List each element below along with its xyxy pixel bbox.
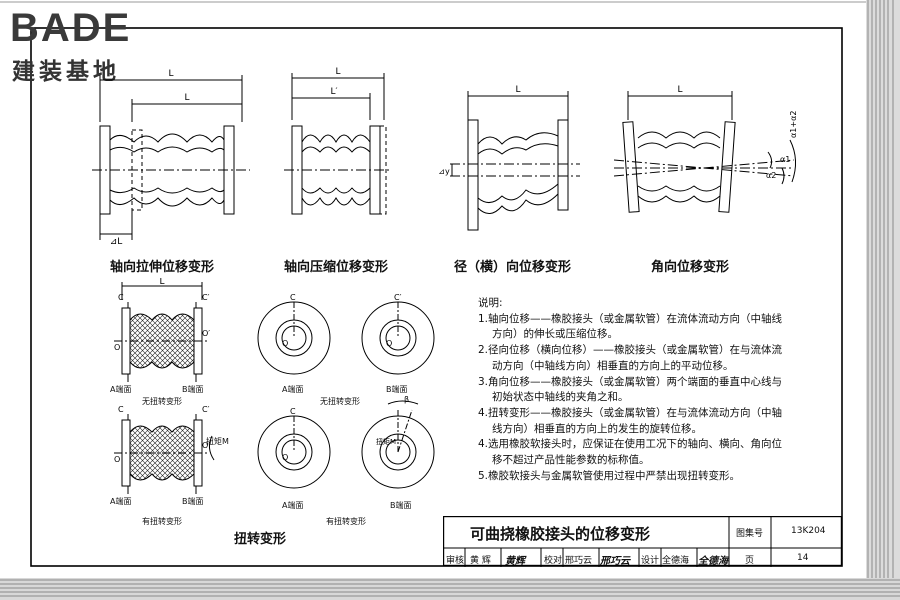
label-torque: 扭矩M xyxy=(206,437,229,446)
face-b-1: B端面 xyxy=(182,385,204,394)
brand-logo: BADE xyxy=(10,6,132,50)
svg-text:O′: O′ xyxy=(202,329,210,338)
reviewer-signature: 黄辉 xyxy=(505,556,525,567)
page-number: 14 xyxy=(797,553,809,563)
face-a-3: A端面 xyxy=(282,385,304,394)
notes-heading: 说明: xyxy=(478,297,503,309)
svg-text:L: L xyxy=(677,85,682,95)
note-line: 初始状态中轴线的夹角之和。 xyxy=(492,391,629,404)
label-with-twist-1: 有扭转变形 xyxy=(142,517,182,526)
atlas-number: 13K204 xyxy=(791,526,826,536)
svg-text:O′: O′ xyxy=(202,441,210,450)
svg-text:扭矩M: 扭矩M xyxy=(376,437,396,446)
figure-torsion-ends: C O C′ O C O β 扭矩M xyxy=(257,293,435,489)
face-a-2: A端面 xyxy=(110,497,132,506)
label-no-twist-2: 无扭转变形 xyxy=(320,397,360,406)
angle-alpha1: α1 xyxy=(780,155,790,164)
check-label: 校对 xyxy=(544,556,563,566)
atlas-label: 图集号 xyxy=(736,529,764,539)
dim-delta-l: ⊿L xyxy=(110,237,123,247)
note-line: 2.径向位移（横向位移）——橡胶接头（或金属软管）在与流体流 xyxy=(478,344,783,357)
svg-text:β: β xyxy=(404,395,409,404)
svg-text:O: O xyxy=(114,455,120,464)
checker-signature: 邢巧云 xyxy=(600,556,630,567)
caption-lateral: 径（横）向位移变形 xyxy=(454,260,572,275)
angle-sum: α1+α2 xyxy=(789,111,798,138)
svg-text:C: C xyxy=(290,407,296,416)
svg-text:C: C xyxy=(118,293,124,302)
figure-lateral: L ⊿y xyxy=(438,85,580,231)
title-block xyxy=(443,516,843,567)
label-no-twist-1: 无扭转变形 xyxy=(142,397,182,406)
svg-text:L: L xyxy=(335,67,340,77)
face-a-4: A端面 xyxy=(282,501,304,510)
svg-text:C′: C′ xyxy=(202,405,210,414)
face-b-2: B端面 xyxy=(182,497,204,506)
dim-l-inner: L xyxy=(184,93,189,103)
note-line: 4.选用橡胶软接头时，应保证在使用工况下的轴向、横向、角向位 xyxy=(478,438,783,451)
face-b-4: B端面 xyxy=(390,501,412,510)
svg-text:L′: L′ xyxy=(330,87,337,97)
note-line: 线方向）相垂直的方向上的发生的旋转位移。 xyxy=(492,422,702,435)
design-label: 设计 xyxy=(641,556,660,566)
figure-axial-compression: L L′ xyxy=(284,67,392,215)
designer: 全德海 xyxy=(662,556,690,566)
caption-angular: 角向位移变形 xyxy=(651,260,730,275)
svg-text:O: O xyxy=(114,343,120,352)
designer-signature: 全德海 xyxy=(698,556,728,567)
figure-angular: L α1+α2 α1 α2 xyxy=(614,85,798,213)
figure-axial-tension: L L ⊿L xyxy=(92,69,250,247)
note-line: 1.轴向位移——橡胶接头（或金属软管）在流体流动方向（中轴线 xyxy=(478,312,783,325)
figure-torsion-side: L C C′ O O′ C C′ O O′ xyxy=(114,278,215,494)
notes: 说明: 1.轴向位移——橡胶接头（或金属软管）在流体流动方向（中轴线 方向）的伸… xyxy=(478,296,838,484)
svg-text:O: O xyxy=(282,453,288,462)
title-block-title: 可曲挠橡胶接头的位移变形 xyxy=(470,525,651,543)
face-a-1: A端面 xyxy=(110,385,132,394)
page-label: 页 xyxy=(745,556,755,566)
svg-text:L: L xyxy=(515,85,520,95)
svg-text:L: L xyxy=(159,278,164,287)
svg-text:O: O xyxy=(386,339,392,348)
checker: 邢巧云 xyxy=(565,556,593,566)
label-with-twist-2: 有扭转变形 xyxy=(326,517,366,526)
note-line: 方向）的伸长或压缩位移。 xyxy=(492,328,618,341)
angle-alpha2: α2 xyxy=(766,171,776,180)
reviewer: 黄 辉 xyxy=(470,556,491,566)
note-line: 动方向（中轴线方向）相垂直的方向上的平动位移。 xyxy=(492,359,734,372)
svg-text:C: C xyxy=(290,293,296,302)
svg-text:C′: C′ xyxy=(394,293,402,302)
svg-text:O: O xyxy=(282,339,288,348)
caption-axial-tension: 轴向拉伸位移变形 xyxy=(110,260,215,275)
dim-delta-y: ⊿y xyxy=(438,167,450,176)
face-b-3: B端面 xyxy=(386,385,408,394)
note-line: 4.扭转变形——橡胶接头（或金属软管）在与流体流动方向（中轴 xyxy=(478,406,783,419)
dim-l-total: L xyxy=(168,69,173,79)
brand-subtitle: 建装基地 xyxy=(12,59,120,85)
caption-axial-compression: 轴向压缩位移变形 xyxy=(284,260,389,275)
svg-text:C′: C′ xyxy=(202,293,210,302)
note-line: 3.角向位移——橡胶接头（或金属软管）两个端面的垂直中心线与 xyxy=(478,375,783,388)
note-line: 5.橡胶软接头与金属软管使用过程中严禁出现扭转变形。 xyxy=(478,469,741,482)
caption-torsion: 扭转变形 xyxy=(234,532,287,547)
note-line: 移不超过产品性能参数的标称值。 xyxy=(492,454,650,467)
svg-text:C: C xyxy=(118,405,124,414)
review-label: 审核 xyxy=(446,556,465,566)
